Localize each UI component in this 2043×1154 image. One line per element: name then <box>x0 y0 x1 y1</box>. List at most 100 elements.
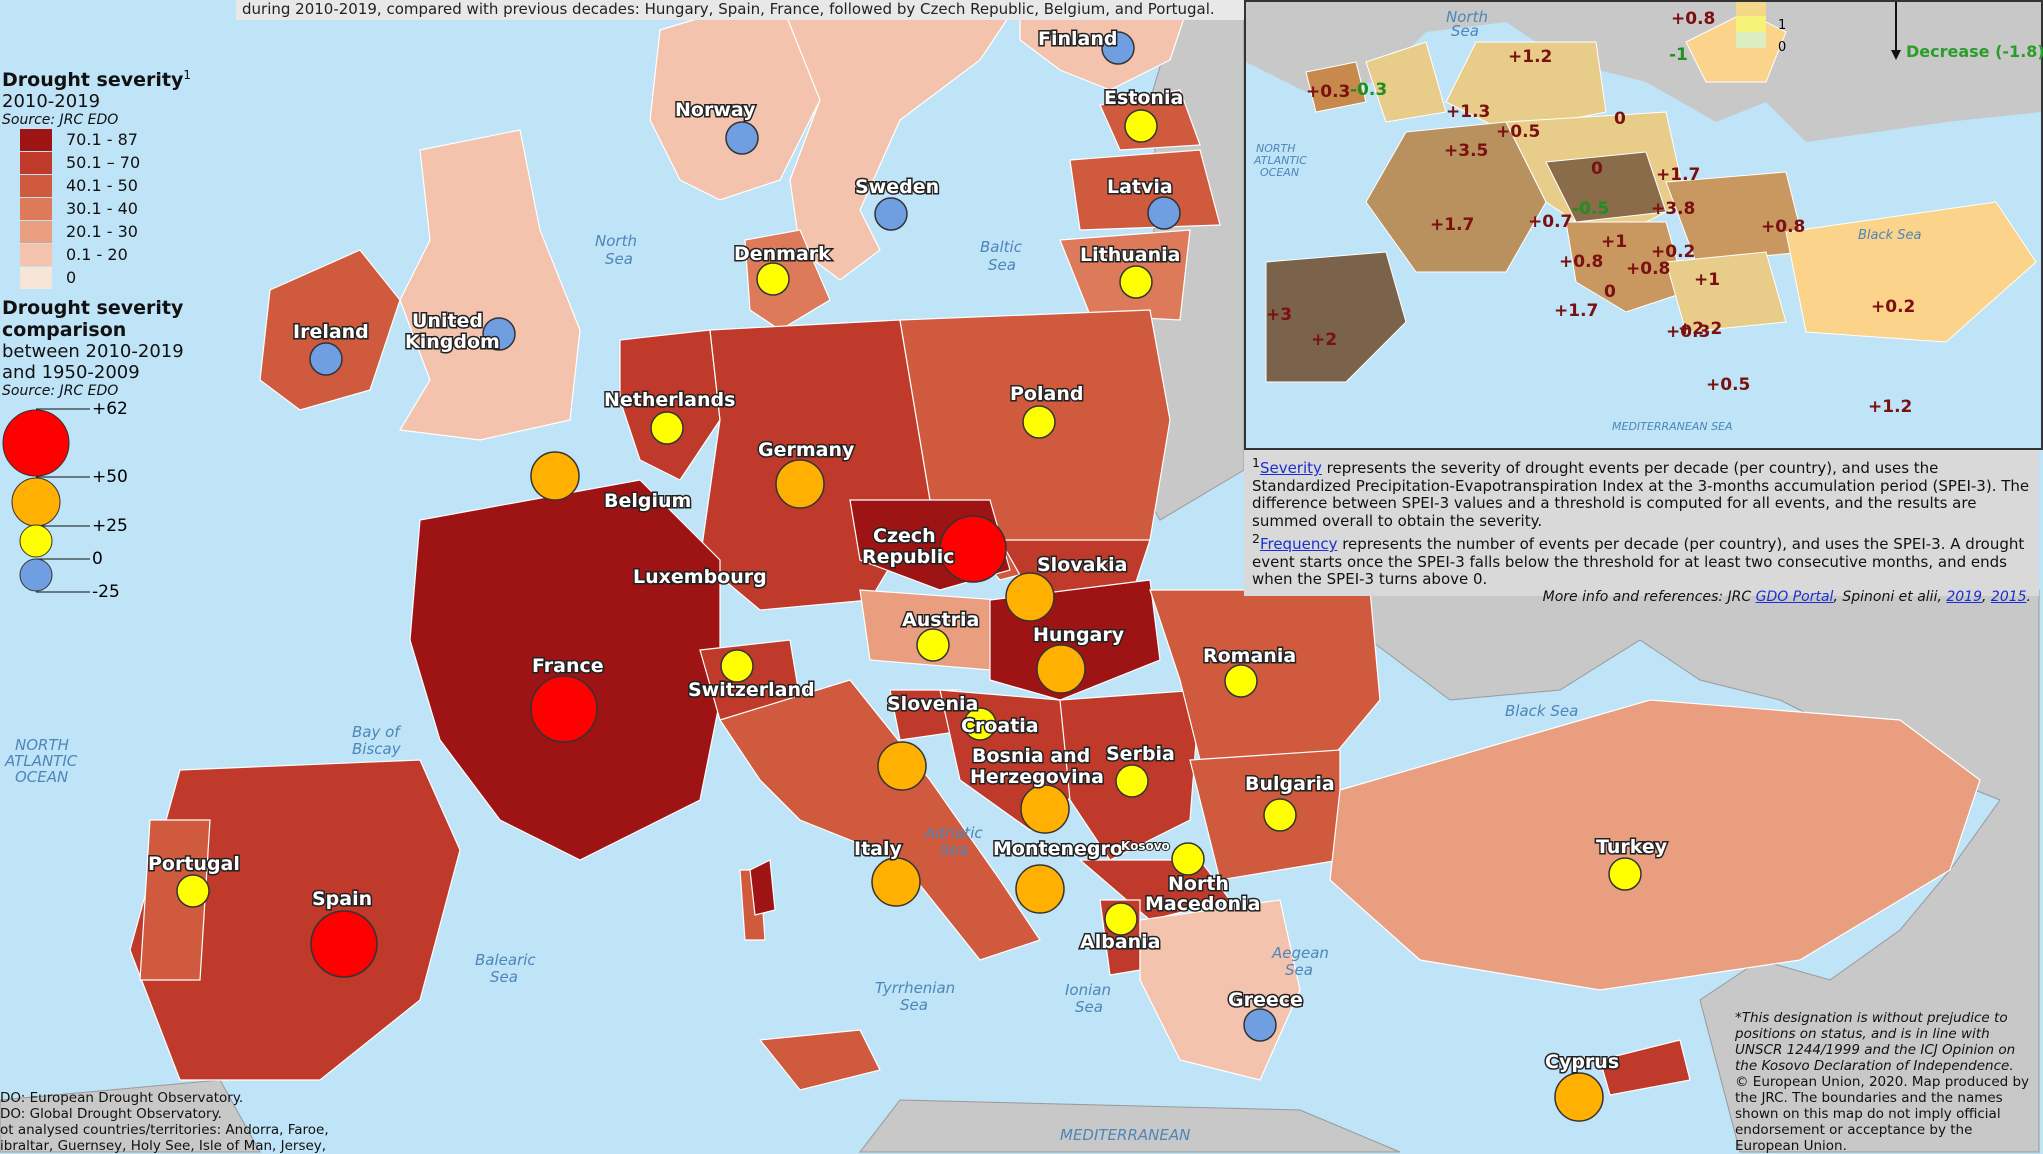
inset-value: +3 <box>1266 305 1292 325</box>
label-north: North <box>1168 873 1229 895</box>
region-corsica <box>749 859 776 916</box>
legend-comp-label-4: -25 <box>92 582 120 602</box>
more-info-text: More info and references: JRC <box>1542 588 1756 605</box>
inset-value: +1.7 <box>1430 215 1474 235</box>
gdo-portal-link[interactable]: GDO Portal <box>1755 588 1834 605</box>
label-bulgaria: Bulgaria <box>1245 773 1335 795</box>
region-france <box>409 479 721 861</box>
legend-severity-period: 2010-2019 <box>2 91 101 112</box>
circle-spain <box>310 910 378 978</box>
inset-value: +2 <box>1311 330 1337 350</box>
inset-value: +1.2 <box>1508 47 1552 67</box>
inset-value: +1.2 <box>1868 397 1912 417</box>
legend-severity-sup: 1 <box>183 68 192 82</box>
british-isles <box>259 129 581 441</box>
label-estonia: Estonia <box>1104 87 1183 109</box>
sea-label-atlantic-2: ATLANTIC <box>4 752 78 770</box>
legend-severity-source: Source: JRC EDO <box>2 112 119 128</box>
legend-comparison-source: Source: JRC EDO <box>2 383 119 399</box>
legend-severity-label: 30.1 - 40 <box>66 199 138 218</box>
severity-link[interactable]: Severity <box>1259 459 1322 477</box>
inset-value: +1.3 <box>1446 102 1490 122</box>
legend-swatch <box>20 266 52 289</box>
label-belgium: Belgium <box>604 490 691 512</box>
sea-label-adriatic-2: Sea <box>940 841 968 859</box>
circle-republic <box>939 515 1007 583</box>
label-republic: Republic <box>862 546 955 568</box>
sea-label-biscay-2: Biscay <box>352 740 402 758</box>
inset-value: 0 <box>1604 282 1616 302</box>
circle-germany <box>775 459 825 509</box>
sea-label-north-sea: North <box>595 232 637 250</box>
region-ireland <box>259 249 401 411</box>
circle-hungary <box>1036 644 1086 694</box>
note-frequency-text: represents the number of events per deca… <box>1252 535 2025 588</box>
ref-2015-link[interactable]: 2015 <box>1990 588 2027 605</box>
inset-sea-atlantic: NORTH <box>1256 142 1296 155</box>
circle-finland <box>1101 31 1135 65</box>
label-switzerland: Switzerland <box>688 679 815 701</box>
legend-comp-label-2: +25 <box>92 516 128 536</box>
region-italy <box>719 679 1041 961</box>
label-austria: Austria <box>902 609 979 631</box>
region-sweden <box>779 0 1021 281</box>
label-italy: Italy <box>854 838 902 860</box>
legend-comparison-sub-2: and 1950-2009 <box>2 362 140 383</box>
circle-france <box>530 675 598 743</box>
legend: Drought severity1 2010-2019 Source: JRC … <box>0 68 230 604</box>
circle-portugal <box>176 874 210 908</box>
frequency-link[interactable]: Frequency <box>1259 535 1338 553</box>
circle-greece <box>1243 1008 1277 1042</box>
legend-severity-label: 20.1 - 30 <box>66 222 138 241</box>
sea-label-tyrrhenian-2: Sea <box>900 996 928 1014</box>
header-note: during 2010-2019, compared with previous… <box>236 0 1248 20</box>
inset-sea-north: North <box>1446 8 1488 26</box>
note-severity: 1Severity represents the severity of dro… <box>1252 455 2030 530</box>
inset-value: -1 <box>1669 45 1688 65</box>
inset-map-svg: +0.8+1.2-1+0.3-0.3+1.3+0.50+3.50+1.7+1.7… <box>1246 2 2043 448</box>
sea-labels: North Sea Baltic Sea Bay of Biscay NORTH… <box>4 232 1578 1144</box>
label-luxembourg: Luxembourg <box>633 566 767 588</box>
circle-kingdom <box>482 317 516 351</box>
inset-value: +2.2 <box>1678 319 1722 339</box>
legend-circle-62 <box>2 409 70 477</box>
inset-value: +0.5 <box>1496 122 1540 142</box>
note-frequency: 2Frequency represents the number of even… <box>1252 531 2025 588</box>
inset-value: +1.7 <box>1554 301 1598 321</box>
label-czech: Czech <box>873 525 936 547</box>
inset-sea-north-2: Sea <box>1451 22 1479 40</box>
legend-comp-label-3: 0 <box>92 549 103 569</box>
legend-swatch <box>20 243 52 266</box>
circle-croatia <box>963 707 997 741</box>
notes-box: 1Severity represents the severity of dro… <box>1244 450 2039 605</box>
legend-swatch <box>20 197 52 220</box>
sea-label-adriatic: Adriatic <box>924 824 983 842</box>
inset-value: +3.5 <box>1444 141 1488 161</box>
region-portugal <box>139 819 211 981</box>
label-slovakia: Slovakia <box>1037 554 1127 576</box>
label-kosovo: Kosovo <box>1121 839 1170 853</box>
label-montenegro: Montenegro <box>993 838 1123 860</box>
label-slovenia: Slovenia <box>887 693 978 715</box>
inset-value: -0.3 <box>1350 80 1387 100</box>
region-united-kingdom <box>399 129 581 441</box>
legend-severity-row: 0.1 - 20 <box>20 243 230 266</box>
circle-austria <box>916 628 950 662</box>
ref-2019-link[interactable]: 2019 <box>1946 588 1982 605</box>
bl-line-2: ot analysed countries/territories: Andor… <box>0 1122 329 1138</box>
circle-latvia <box>1147 196 1181 230</box>
legend-severity-row: 50.1 – 70 <box>20 151 230 174</box>
label-serbia: Serbia <box>1106 743 1175 765</box>
inset-value: +0.8 <box>1671 9 1715 29</box>
inset-value: +3.8 <box>1651 199 1695 219</box>
inset-value: 0 <box>1591 159 1603 179</box>
circle-slovakia <box>1005 572 1055 622</box>
legend-severity-row: 0 <box>20 266 230 289</box>
sea-label-tyrrhenian: Tyrrhenian <box>875 979 955 997</box>
sea-label-atlantic-3: OCEAN <box>15 768 68 786</box>
label-finland: Finland <box>1038 28 1117 50</box>
circle-bulgaria <box>1263 798 1297 832</box>
